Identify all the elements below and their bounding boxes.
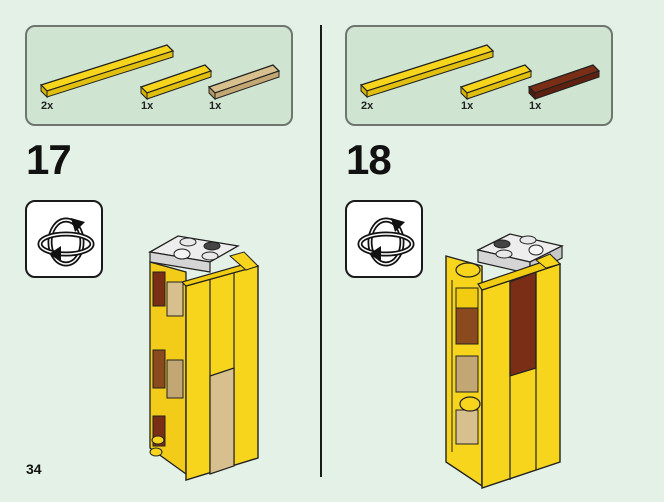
step-18-panel: 2x 1x 1x 18 [332, 0, 664, 502]
parts-callout-step-17: 2x 1x 1x [25, 25, 293, 126]
step-17-panel: 2x 1x 1x 17 [25, 25, 293, 481]
yellow-long-plate-part [359, 44, 495, 99]
parts-illustration [359, 44, 601, 101]
step-number: 18 [346, 136, 392, 183]
rotate-model-callout [25, 200, 103, 278]
yellow-short-plate-part [139, 64, 213, 101]
parts-callout-step-18: 2x 1x 1x [345, 25, 613, 126]
yellow-long-plate-part [39, 44, 175, 99]
yellow-short-plate-part [459, 64, 533, 101]
brown-short-plate-part [527, 64, 601, 101]
part-qty-label: 1x [209, 100, 222, 112]
part-qty-label: 1x [529, 100, 542, 112]
part-qty-label: 1x [461, 100, 474, 112]
parts-illustration [39, 44, 281, 101]
part-qty-label: 2x [361, 100, 374, 112]
panel-divider [320, 25, 322, 477]
rotate-model-icon [357, 217, 415, 267]
part-qty-label: 2x [41, 100, 54, 112]
model-illustration-step-17 [148, 235, 260, 481]
page-number: 34 [26, 461, 42, 477]
step-number: 17 [26, 136, 72, 183]
tan-short-plate-part [207, 64, 281, 101]
rotate-model-icon [37, 217, 95, 267]
rotate-model-callout [345, 200, 423, 278]
part-qty-label: 1x [141, 100, 154, 112]
model-illustration-step-18 [445, 233, 564, 489]
